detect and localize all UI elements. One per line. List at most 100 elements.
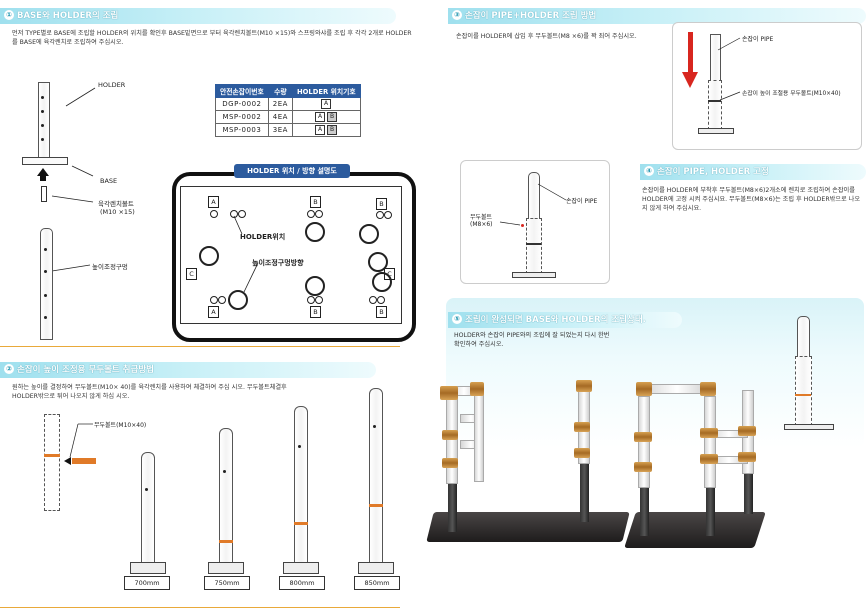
section2-number: ② [4, 364, 14, 374]
section5-holder [795, 356, 812, 426]
height-hole-direction-label: 높이조정구멍방향 [252, 259, 304, 267]
holder-ring [305, 222, 325, 242]
table-cell-pos: A [291, 97, 361, 111]
section4-leaders [499, 183, 567, 226]
hole-ring [377, 296, 385, 304]
holder-position-label: HOLDER위치 [240, 233, 286, 241]
section3-pipe-label: 손잡이 PIPE [742, 36, 774, 43]
handrail-rail [704, 396, 716, 488]
handrail-post [744, 470, 753, 514]
handrail-rail [446, 396, 458, 484]
holder-ring [305, 276, 325, 296]
height-tag: 700mm [124, 576, 170, 590]
section4-bolt-band [526, 243, 541, 245]
base-block [130, 562, 166, 574]
brass-joint [442, 430, 458, 440]
holder-ring [368, 252, 388, 272]
section5-title: 조립이 완성되면 BASE와 HOLDER의 조립상태. [465, 315, 646, 325]
down-arrow-icon [682, 72, 698, 88]
pos-mark: A [315, 112, 326, 122]
table-header: 수량 [267, 84, 293, 98]
spec-table: 안전손잡이번호 수량 HOLDER 위치기호 DGP-0002 2EA A MS… [215, 84, 361, 137]
holder-label: HOLDER [98, 81, 126, 89]
pipe-700 [141, 452, 155, 564]
diagram-leaders [233, 215, 259, 293]
hole-ring [238, 210, 246, 218]
bolt-leader [69, 423, 93, 458]
handrail-post [448, 478, 457, 532]
hole-ring [210, 296, 218, 304]
pos-mark: A [315, 125, 326, 135]
brass-joint [738, 426, 756, 436]
down-arrow-shaft [688, 32, 693, 74]
bolt-drawing [41, 186, 47, 202]
hole-ring [376, 211, 384, 219]
handrail-post [706, 484, 715, 536]
base-block [283, 562, 319, 574]
hole-dot [41, 138, 44, 141]
hole-dot [44, 316, 47, 319]
hole-ring [230, 210, 238, 218]
diagram-title: HOLDER 위치 / 방향 설명도 [234, 164, 350, 178]
hole-ring [307, 210, 315, 218]
brass-joint [574, 422, 590, 432]
assembly-arrow-stem [40, 175, 46, 181]
hole-ring [315, 210, 323, 218]
section5-description: HOLDER와 손잡이 PIPE와의 조립에 잘 되었는지 다시 한번 확인하여… [454, 332, 610, 348]
section2-title: 손잡이 높이 조정용 무두볼트 취급방법 [17, 365, 154, 375]
section4-bolt-size: (M8×6) [470, 221, 493, 228]
base-label: BASE [100, 177, 118, 185]
pipe-850 [369, 388, 383, 564]
brass-joint [700, 382, 716, 396]
position-mark: A [208, 196, 219, 208]
section4-title: 손잡이 PIPE, HOLDER 고정 [657, 167, 769, 177]
table-header-row: 안전손잡이번호 수량 HOLDER 위치기호 [215, 84, 361, 98]
position-mark: B [310, 306, 321, 318]
section4-base [512, 272, 556, 278]
base-block [358, 562, 394, 574]
holder-ring [372, 272, 392, 292]
brass-joint [576, 380, 592, 392]
section3-number: ③ [452, 10, 462, 20]
hole-dot [373, 425, 376, 428]
position-mark: C [186, 268, 197, 280]
pos-mark: B [327, 125, 338, 135]
holder-ring [359, 224, 379, 244]
section5-bolt-band [795, 394, 811, 396]
brass-joint [700, 428, 718, 438]
position-mark: B [376, 306, 387, 318]
brass-joint [636, 382, 652, 396]
bolt-dot [521, 224, 524, 227]
position-mark: B [376, 198, 387, 210]
hole-dot [145, 488, 148, 491]
hole-dot [41, 96, 44, 99]
bolt-size-label: (M10 ×15) [100, 208, 135, 216]
section3-description: 손잡이를 HOLDER에 삽입 후 무두볼트(M8 ×6)를 꽉 죄어 주십시오… [456, 33, 637, 40]
brass-joint [574, 448, 590, 458]
section4-number: ④ [644, 166, 654, 176]
holder-ring [199, 246, 219, 266]
bolt-label: 육각렌치볼트 [98, 200, 134, 208]
section1-title: BASE와 HOLDER의 조립 [17, 11, 119, 21]
hole-label: 높이조정구멍 [92, 263, 128, 271]
bolt-band [44, 454, 60, 457]
position-mark: B [310, 196, 321, 208]
assembly-arrow-icon [37, 168, 49, 176]
section4-pipe-label: 손잡이 PIPE [566, 198, 598, 205]
section-divider [0, 607, 400, 608]
pos-mark: B [327, 112, 338, 122]
table-header: 안전손잡이번호 [215, 84, 269, 98]
position-mark: A [208, 306, 219, 318]
brass-joint [470, 382, 484, 396]
hole-dot [44, 270, 47, 273]
height-tag: 800mm [279, 576, 325, 590]
section3-base [698, 128, 734, 134]
hole-dot [298, 445, 301, 448]
section5-base [784, 424, 834, 430]
